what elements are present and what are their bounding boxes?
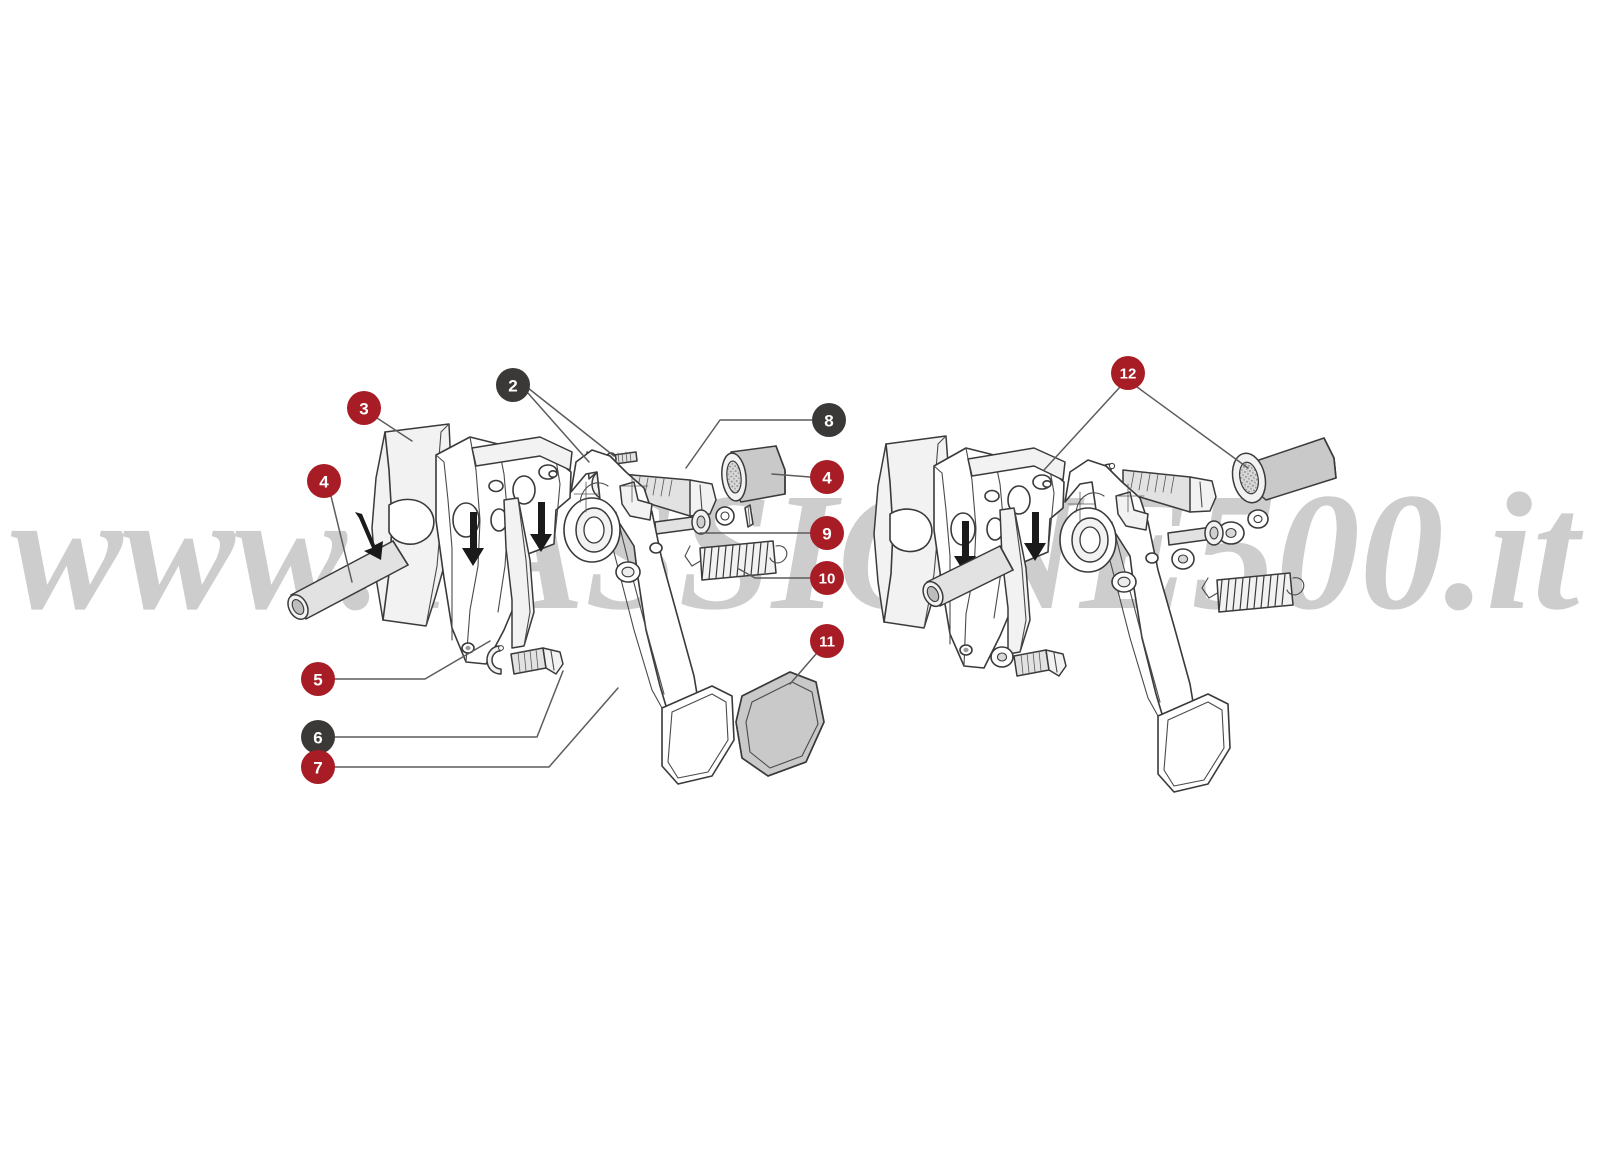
- callout-4-right-label: 4: [822, 469, 832, 488]
- callout-5-label: 5: [313, 671, 322, 690]
- callout-5[interactable]: 5: [301, 662, 335, 696]
- part-4-right-bushing-tube: [922, 545, 1014, 608]
- callout-7-label: 7: [313, 759, 322, 778]
- part-4-left-bushing-tube: [287, 540, 409, 620]
- callout-6-label: 6: [313, 729, 322, 748]
- part-7-pedal-arm: [563, 449, 701, 727]
- left-pedal-assembly: [287, 423, 825, 785]
- leader-3: [376, 417, 413, 442]
- callout-7[interactable]: 7: [301, 750, 335, 784]
- callout-9[interactable]: 9: [810, 516, 844, 550]
- part-3-rubber-floor-mat: [371, 423, 456, 627]
- callout-4-left[interactable]: 4: [307, 464, 341, 498]
- callout-11-label: 11: [819, 634, 835, 651]
- part-11-brake-rubber-pad: [735, 671, 825, 777]
- callout-9-label: 9: [822, 525, 831, 544]
- leader-12-a: [1043, 386, 1121, 471]
- leader-4-right: [771, 473, 811, 478]
- callout-12-label: 12: [1120, 366, 1137, 383]
- callout-10-label: 10: [819, 571, 836, 588]
- part-6-bolt-and-clip: [486, 645, 564, 675]
- leader-lines: [330, 386, 1249, 768]
- leader-8: [685, 419, 813, 469]
- assembly-arrows-up-left: [462, 502, 552, 566]
- leader-7: [333, 687, 619, 768]
- callout-10[interactable]: 10: [810, 561, 844, 595]
- callout-3-label: 3: [359, 400, 368, 419]
- callout-2-label: 2: [508, 377, 517, 396]
- part-9-clevis-pin-assembly: [654, 504, 754, 535]
- part-7-pedal-pad: [661, 685, 735, 785]
- right-return-spring: [1201, 572, 1305, 613]
- right-pedal-assembly: [873, 435, 1337, 793]
- leader-6: [333, 670, 564, 738]
- part-8-pivot-sleeve: [721, 445, 786, 503]
- callout-4-right[interactable]: 4: [810, 460, 844, 494]
- right-washer-stack: [1217, 509, 1269, 545]
- right-clevis-pin: [1167, 520, 1224, 570]
- callout-8-label: 8: [824, 412, 833, 431]
- right-pedal-pad: [1157, 693, 1231, 793]
- leader-10: [738, 568, 812, 579]
- callout-3[interactable]: 3: [347, 391, 381, 425]
- assembly-arrow-down-left: [355, 512, 383, 560]
- leader-2-a: [526, 391, 590, 463]
- watermark-text: www.PASSIONE500.it: [11, 459, 1584, 645]
- leader-12-b: [1136, 386, 1249, 469]
- leader-5: [333, 640, 491, 680]
- part-12-pivot-shaft: [1231, 437, 1337, 504]
- part-10-return-spring: [684, 540, 788, 581]
- right-pivot-bolt: [1122, 469, 1217, 513]
- part-5-pedal-bracket: [435, 436, 573, 665]
- callout-12[interactable]: 12: [1111, 356, 1145, 390]
- callout-6[interactable]: 6: [301, 720, 335, 754]
- callout-11[interactable]: 11: [810, 624, 844, 658]
- right-bolt-and-clip: [990, 646, 1067, 677]
- leader-2-b: [527, 387, 615, 457]
- leader-11: [789, 653, 817, 685]
- callout-2[interactable]: 2: [496, 368, 530, 402]
- callout-4-left-label: 4: [319, 473, 329, 492]
- callout-8[interactable]: 8: [812, 403, 846, 437]
- leader-4-left: [330, 495, 353, 583]
